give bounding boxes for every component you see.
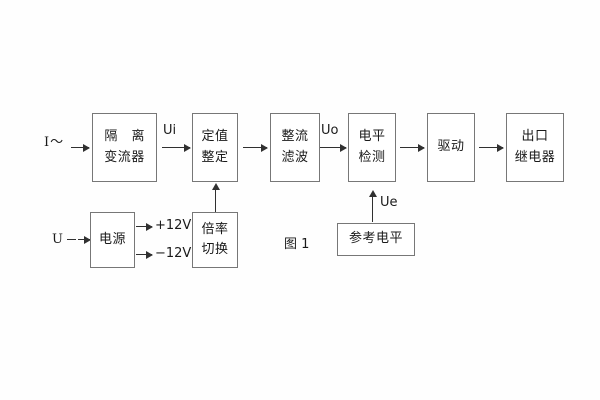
block-isolation-ct: 隔 离 变流器 <box>92 113 157 182</box>
connector-level-detect-to-drive <box>400 143 425 152</box>
block-ratio-switch-line1: 倍率 <box>201 221 229 237</box>
connector-reference-to-level-detect <box>368 190 377 222</box>
block-drive: 驱动 <box>427 113 475 182</box>
figure-caption: 图 1 <box>284 237 310 252</box>
block-rectify-filter: 整流 滤波 <box>270 113 320 182</box>
block-level-detect: 电平 检测 <box>348 113 396 182</box>
voltage-input-lead <box>67 239 76 240</box>
block-level-detect-line2: 检测 <box>358 149 386 165</box>
current-input-label: I～ <box>44 135 65 150</box>
block-level-detect-line1: 电平 <box>358 129 386 145</box>
block-output-relay: 出口 继电器 <box>506 113 564 182</box>
block-ratio-switch: 倍率 切换 <box>192 212 238 268</box>
connector-isolation-to-setting <box>162 143 191 152</box>
connector-current-to-isolation <box>71 143 90 152</box>
voltage-input-label: U <box>52 232 63 247</box>
connector-rectify-to-level-detect <box>320 143 347 152</box>
block-reference-level-line1: 参考电平 <box>348 231 403 247</box>
block-isolation-ct-line1: 隔 离 <box>104 129 150 145</box>
block-setting-line1: 定值 <box>201 129 229 145</box>
block-rectify-filter-line1: 整流 <box>281 129 309 145</box>
connector-setting-to-rectify <box>243 143 268 152</box>
ue-signal-label: Ue <box>380 195 398 210</box>
block-output-relay-line1: 出口 <box>521 129 549 145</box>
ui-signal-label: Ui <box>163 123 177 138</box>
connector-ratio-switch-to-setting <box>211 183 220 212</box>
uo-signal-label: Uo <box>321 123 339 138</box>
connector-drive-to-output-relay <box>479 143 504 152</box>
block-power-supply-line1: 电源 <box>98 231 126 247</box>
block-isolation-ct-line2: 变流器 <box>104 149 145 165</box>
block-setting-line2: 整定 <box>201 149 229 165</box>
block-ratio-switch-line2: 切换 <box>201 242 229 257</box>
block-power-supply: 电源 <box>90 212 135 268</box>
connector-power-rail-negative <box>136 250 153 259</box>
block-reference-level: 参考电平 <box>337 223 415 256</box>
connector-voltage-to-power-supply <box>78 235 91 244</box>
rail-negative-label: −12V <box>155 246 192 261</box>
connector-power-rail-positive <box>136 222 153 231</box>
block-drive-line1: 驱动 <box>437 139 465 155</box>
rail-positive-label: +12V <box>155 218 192 233</box>
block-setting: 定值 整定 <box>192 113 238 182</box>
block-output-relay-line2: 继电器 <box>514 149 556 165</box>
block-rectify-filter-line2: 滤波 <box>281 149 309 165</box>
